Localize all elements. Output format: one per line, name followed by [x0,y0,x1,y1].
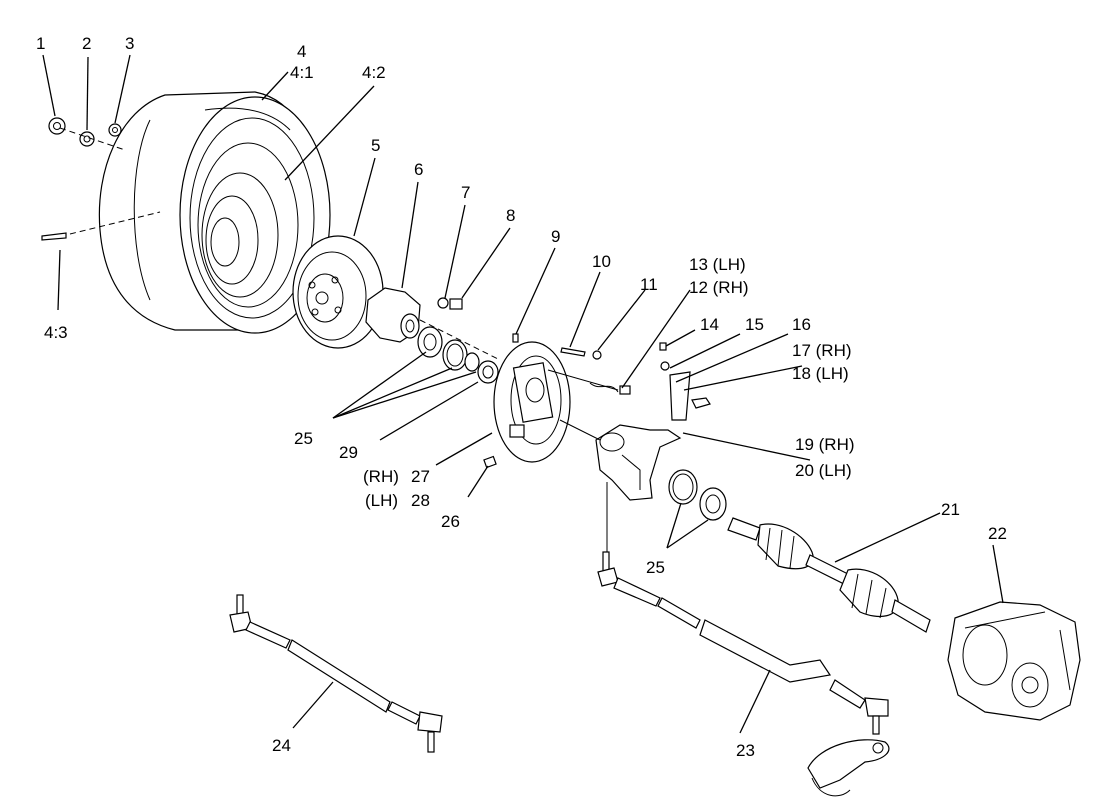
callout-23: 23 [736,741,755,760]
tire-assembly [98,91,331,334]
bolt-10 [560,347,586,357]
callout-26: 26 [441,512,460,531]
callout-13: 13 (LH) [689,255,746,274]
steering-knuckle [595,424,682,501]
callout-5: 5 [371,136,380,155]
drive-shaft [727,517,931,633]
callout-2: 2 [82,34,91,53]
tie-rod-right [597,551,889,735]
callout-11: 11 [640,275,658,294]
callout-7: 7 [461,183,470,202]
callout-15: 15 [745,315,764,334]
callout-25-lower: 25 [646,558,665,577]
bearing-cup [442,339,468,371]
plug [483,455,497,469]
callout-16: 16 [792,315,811,334]
callout-18: 18 (LH) [792,364,849,383]
callout-17: 17 (RH) [792,341,852,360]
wheel-hub [365,287,421,343]
callout-14: 14 [700,315,719,334]
callout-29: 29 [339,443,358,462]
pin [512,333,519,343]
brake-drum [292,235,384,349]
seal [464,352,480,372]
callout-1: 1 [36,34,45,53]
callout-4-2: 4:2 [362,63,386,82]
adjuster [691,397,711,409]
callout-28-side: (LH) [365,491,398,510]
callout-labels: 1 2 3 4 4:1 4:2 4:3 5 6 7 8 9 10 11 13 (… [36,34,1007,760]
bolt [437,297,449,309]
callout-3: 3 [125,34,134,53]
callout-27-side: (RH) [363,467,399,486]
callout-12: 12 (RH) [689,278,749,297]
washer-15 [660,361,670,371]
bearing-cone [417,326,443,358]
callout-28: 28 [411,491,430,510]
valve-stem [41,232,67,241]
callout-4-3: 4:3 [44,323,68,342]
bushing [477,360,499,384]
screw-14 [659,342,667,351]
callout-19: 19 (RH) [795,435,855,454]
pitman-arm [807,739,890,797]
callout-4-1: 4:1 [290,63,314,82]
lower-bearing-cup [668,469,698,505]
callout-9: 9 [551,227,560,246]
leader-lines [42,54,1004,734]
callout-24: 24 [272,736,291,755]
nut-11 [592,350,602,360]
callout-20: 20 (LH) [795,461,852,480]
callout-4: 4 [297,42,306,61]
callout-6: 6 [414,160,423,179]
callout-10: 10 [592,252,611,271]
wheel-nut [108,123,122,137]
hub-bolt [449,298,463,310]
tie-rod-left [229,594,443,753]
callout-27: 27 [411,467,430,486]
callout-25-upper: 25 [294,429,313,448]
brake-backing-plate [493,341,571,463]
callout-21: 21 [941,500,960,519]
transaxle-gearbox [947,601,1081,721]
brake-lever [669,371,691,421]
lower-bearing-cone [699,487,727,521]
callout-22: 22 [988,524,1007,543]
callout-8: 8 [506,206,515,225]
lug-nut [48,117,66,135]
